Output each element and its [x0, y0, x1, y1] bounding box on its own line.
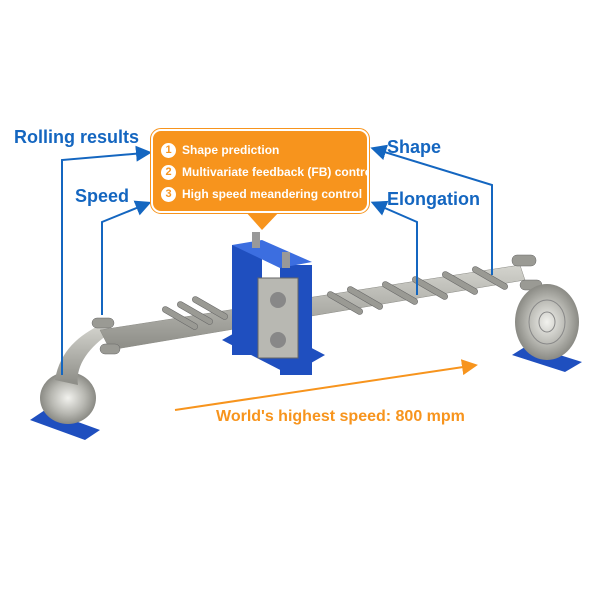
guide-rollers	[91, 254, 543, 355]
callout-item: 2 Multivariate feedback (FB) control	[161, 161, 375, 183]
label-elongation: Elongation	[387, 189, 480, 209]
feedback-arrows	[61, 144, 493, 375]
callout-pointer	[245, 211, 280, 230]
number-badge: 3	[161, 186, 176, 202]
right-coil	[512, 284, 582, 372]
item-text: Multivariate feedback (FB) control	[182, 165, 376, 179]
left-coil	[30, 325, 115, 440]
label-speed: Speed	[75, 186, 130, 206]
label-rolling-results: Rolling results	[14, 127, 140, 147]
callout-item: 1 Shape prediction	[161, 139, 367, 161]
speed-caption: World's highest speed: 800 mpm	[216, 408, 465, 425]
number-badge: 2	[161, 164, 176, 180]
item-text: High speed meandering control	[182, 187, 363, 201]
mill-stand	[222, 232, 325, 375]
item-text: Shape prediction	[182, 143, 280, 157]
speed-arrow	[174, 359, 478, 411]
callout-item: 3 High speed meandering control	[161, 183, 367, 205]
number-badge: 1	[161, 142, 176, 158]
label-shape: Shape	[387, 137, 442, 157]
control-features-callout: 1 Shape prediction 2 Multivariate feedback…	[150, 128, 375, 214]
